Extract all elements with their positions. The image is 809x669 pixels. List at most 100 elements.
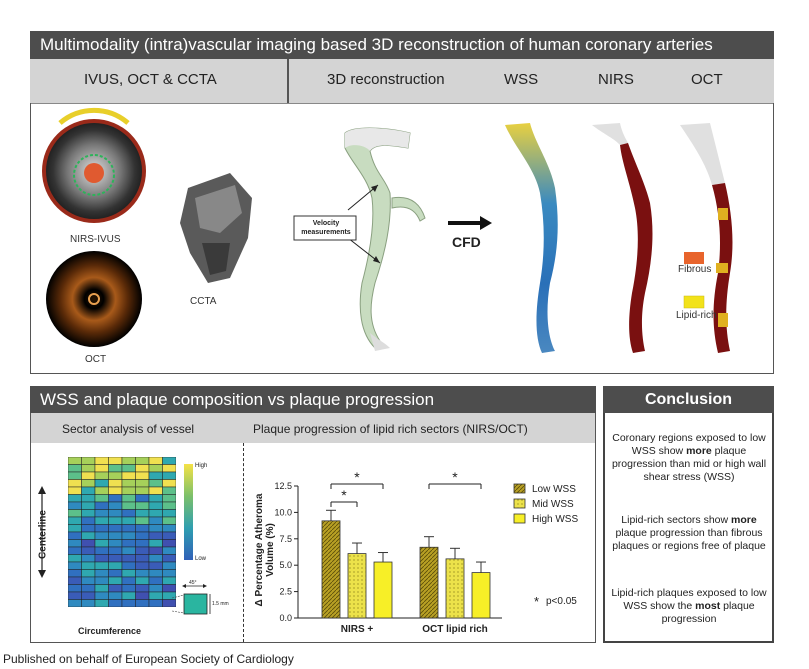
- heatmap-cell: [108, 546, 123, 555]
- heatmap-cell: [81, 501, 96, 510]
- col-nirs: NIRS: [598, 71, 634, 88]
- heatmap-cell: [162, 471, 176, 480]
- heatmap-cell: [94, 509, 109, 518]
- heatmap-cell: [68, 457, 82, 465]
- heatmap-cell: [108, 486, 123, 495]
- heatmap-cell: [121, 494, 136, 503]
- heatmap-cell: [68, 576, 82, 585]
- cfd-label: CFD: [452, 234, 481, 250]
- heatmap-cell: [121, 457, 136, 465]
- heatmap-cell: [94, 546, 109, 555]
- conclusion-point-2: Lipid-rich sectors show more plaque prog…: [610, 514, 768, 553]
- heatmap-cell: [148, 524, 163, 533]
- heatmap-cell: [148, 546, 163, 555]
- heatmap-cell: [68, 501, 82, 510]
- heatmap-cell: [121, 516, 136, 525]
- heatmap-cell: [68, 516, 82, 525]
- 3d-reconstruction-vessel: [344, 127, 426, 351]
- heatmap-cell: [94, 531, 109, 540]
- heatmap-cell: [108, 509, 123, 518]
- centerline-label: Centerline: [37, 510, 49, 559]
- heatmap-cell: [108, 479, 123, 488]
- heatmap-cell: [162, 531, 176, 540]
- heatmap-cell: [94, 501, 109, 510]
- heatmap-cell: [81, 591, 96, 600]
- footer-text: Published on behalf of European Society …: [3, 652, 294, 666]
- heatmap-cell: [121, 471, 136, 480]
- heatmap-cell: [94, 486, 109, 495]
- heatmap-cell: [94, 561, 109, 570]
- cfd-arrow: [448, 216, 492, 230]
- bottom-subheader: [31, 413, 595, 443]
- heatmap-cell: [81, 494, 96, 503]
- heatmap-cell: [94, 494, 109, 503]
- fibrous-label: Fibrous: [678, 264, 712, 275]
- heatmap-cell: [68, 599, 82, 607]
- conclusion-1a: Coronary regions exposed to low WSS show: [612, 432, 766, 457]
- heatmap-cell: [81, 524, 96, 533]
- heatmap-cell: [162, 539, 176, 548]
- heatmap-cell: [135, 584, 150, 593]
- heatmap-cell: [135, 599, 150, 607]
- nirs-ivus-label: NIRS-IVUS: [70, 234, 121, 245]
- heatmap-cell: [148, 516, 163, 525]
- heatmap-cell: [121, 561, 136, 570]
- heatmap-cell: [108, 501, 123, 510]
- heatmap-cell: [81, 569, 96, 578]
- legend-label: Low WSS: [532, 484, 576, 495]
- heatmap-cell: [148, 569, 163, 578]
- heatmap-cell: [108, 576, 123, 585]
- heatmap-cell: [162, 494, 176, 503]
- conclusion-point-1: Coronary regions exposed to low WSS show…: [610, 432, 768, 484]
- heatmap-cell: [162, 569, 176, 578]
- heatmap-cell: [135, 486, 150, 495]
- col-ivus-oct-ccta: IVUS, OCT & CCTA: [84, 71, 217, 88]
- heatmap-cell: [121, 509, 136, 518]
- heatmap-cell: [135, 561, 150, 570]
- heatmap-cell: [68, 569, 82, 578]
- heatmap-cell: [135, 494, 150, 503]
- p-value-label: p<0.05: [546, 596, 577, 607]
- heatmap-cell: [135, 546, 150, 555]
- nirs-ivus-image: [42, 107, 146, 223]
- heatmap-cell: [68, 591, 82, 600]
- top-panel-border: [30, 103, 774, 374]
- top-panel-images: [42, 107, 733, 353]
- legend-label: High WSS: [532, 514, 578, 525]
- heatmap-cell: [94, 457, 109, 465]
- heatmap-cell: [68, 539, 82, 548]
- heatmap-cell: [135, 516, 150, 525]
- heatmap-cell: [135, 531, 150, 540]
- heatmap-cell: [81, 464, 96, 473]
- conclusion-2a: Lipid-rich sectors show: [621, 514, 732, 526]
- conclusion-2b: more: [731, 514, 757, 526]
- bar: [373, 561, 393, 619]
- heatmap-cell: [108, 599, 123, 607]
- circumference-label: Circumference: [78, 626, 142, 636]
- y-tick-label: 5.0: [279, 560, 292, 570]
- heatmap-cell: [81, 471, 96, 480]
- heatmap-cell: [121, 576, 136, 585]
- conclusion-title: Conclusion: [603, 386, 774, 413]
- heatmap-cell: [81, 546, 96, 555]
- heatmap-cell: [148, 501, 163, 510]
- heatmap-cell: [148, 479, 163, 488]
- colorbar-high: High: [195, 463, 208, 469]
- bottom-title: WSS and plaque composition vs plaque pro…: [30, 386, 596, 413]
- heatmap-cell: [108, 494, 123, 503]
- heatmap-cell: [162, 464, 176, 473]
- sector-length-label: 1.5 mm: [212, 601, 229, 607]
- heatmap-cell: [81, 509, 96, 518]
- heatmap-cell: [162, 516, 176, 525]
- heatmap-cell: [94, 471, 109, 480]
- top-title: Multimodality (intra)vascular imaging ba…: [30, 31, 774, 59]
- heatmap-cell: [108, 591, 123, 600]
- y-tick-label: 7.5: [279, 534, 292, 544]
- heatmap-cell: [148, 494, 163, 503]
- legend-label: Mid WSS: [532, 499, 574, 510]
- heatmap-cell: [68, 554, 82, 563]
- heatmap-cell: [68, 494, 82, 503]
- bar: [445, 558, 465, 619]
- heatmap-cell: [162, 546, 176, 555]
